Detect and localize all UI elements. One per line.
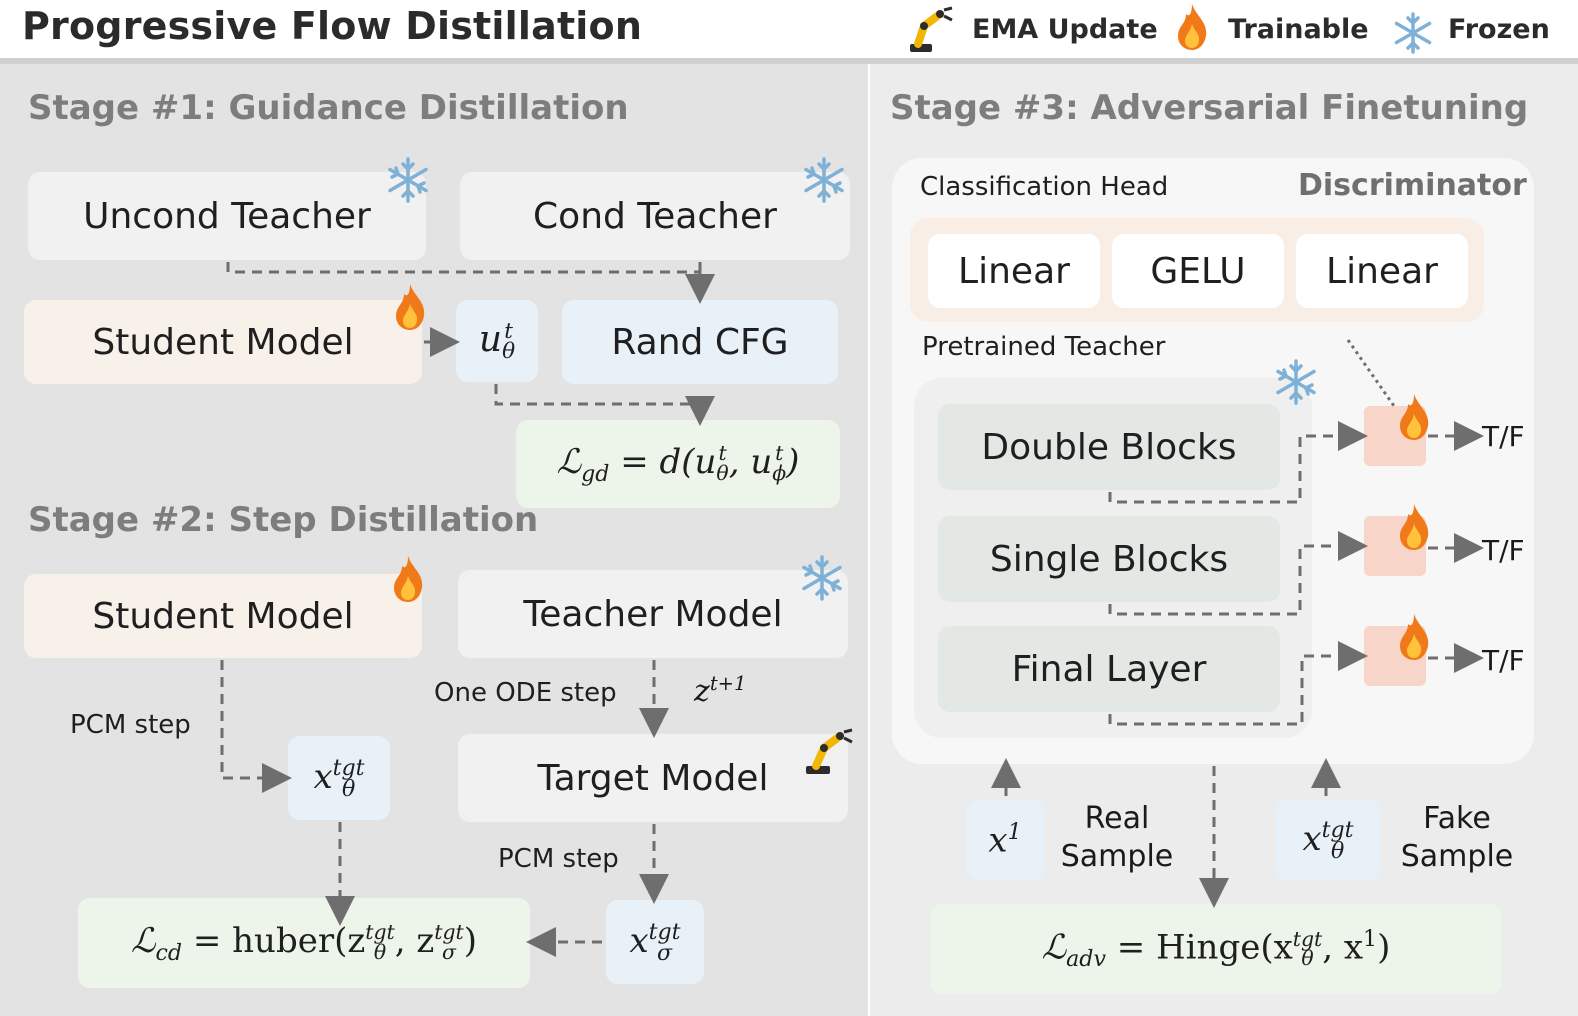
stage3-title: Stage #3: Adversarial Finetuning — [890, 88, 1529, 128]
rand-cfg-box: Rand CFG — [562, 300, 838, 384]
robot-arm-icon — [904, 4, 956, 58]
snowflake-icon — [802, 555, 842, 601]
stage2-title: Stage #2: Step Distillation — [28, 500, 539, 540]
discriminator-label: Discriminator — [1298, 168, 1527, 203]
dashed-arrows — [220, 262, 1484, 957]
target-model-box: Target Model — [458, 734, 848, 822]
snowflake-icon — [388, 157, 428, 203]
double-blocks-label: Double Blocks — [981, 426, 1237, 468]
ode-step-label: One ODE step — [434, 678, 617, 708]
flame-icon — [1400, 504, 1429, 550]
tf-output-1: T/F — [1482, 420, 1525, 453]
rand-cfg-label: Rand CFG — [611, 321, 789, 363]
target-model-label: Target Model — [537, 757, 769, 799]
final-layer-box: Final Layer — [938, 626, 1280, 712]
gelu-label: GELU — [1150, 250, 1246, 292]
uncond-teacher-label: Uncond Teacher — [83, 195, 371, 237]
page-title: Progressive Flow Distillation — [22, 4, 643, 48]
flame-icon — [394, 556, 423, 602]
stage2-student-label: Student Model — [92, 595, 354, 637]
final-layer-label: Final Layer — [1011, 648, 1207, 690]
legend-ema-label: EMA Update — [972, 14, 1158, 45]
snowflake-icon — [1392, 12, 1434, 58]
pretrained-teacher-label: Pretrained Teacher — [922, 332, 1166, 362]
single-blocks-box: Single Blocks — [938, 516, 1280, 602]
cls-head-label: Classification Head — [920, 172, 1169, 202]
snowflake-icon — [804, 157, 844, 203]
linear1-box: Linear — [928, 234, 1100, 308]
dotted-pointer — [1346, 339, 1396, 407]
flame-icon — [1400, 614, 1429, 660]
flame-icon — [1172, 2, 1212, 56]
pcm-step-right-label: PCM step — [498, 844, 619, 874]
legend-trainable-label: Trainable — [1228, 14, 1369, 45]
linear2-label: Linear — [1326, 250, 1438, 292]
double-blocks-box: Double Blocks — [938, 404, 1280, 490]
tf-output-2: T/F — [1482, 534, 1525, 567]
stage1-title: Stage #1: Guidance Distillation — [28, 88, 629, 128]
stage2-student-box: Student Model — [24, 574, 422, 658]
stage1-student-box: Student Model — [24, 300, 422, 384]
header-divider — [0, 58, 1578, 64]
robot-arm-icon — [806, 730, 852, 774]
pcm-step-left-label: PCM step — [70, 710, 191, 740]
tf-output-3: T/F — [1482, 644, 1525, 677]
legend-frozen-label: Frozen — [1448, 14, 1550, 45]
teacher-model-box: Teacher Model — [458, 570, 848, 658]
flame-icon — [396, 284, 425, 330]
cond-teacher-label: Cond Teacher — [533, 195, 777, 237]
teacher-model-label: Teacher Model — [523, 593, 783, 635]
x1-symbol: x1 — [988, 819, 1022, 861]
snowflake-icon — [1276, 359, 1316, 405]
linear2-box: Linear — [1296, 234, 1468, 308]
x1-box: x1 — [966, 800, 1044, 880]
linear1-label: Linear — [958, 250, 1070, 292]
uncond-teacher-box: Uncond Teacher — [28, 172, 426, 260]
cond-teacher-box: Cond Teacher — [460, 172, 850, 260]
z-t1-symbol: zt+1 — [694, 672, 747, 709]
gelu-box: GELU — [1112, 234, 1284, 308]
stage1-student-label: Student Model — [92, 321, 354, 363]
single-blocks-label: Single Blocks — [989, 538, 1229, 580]
flame-icon — [1400, 394, 1429, 440]
